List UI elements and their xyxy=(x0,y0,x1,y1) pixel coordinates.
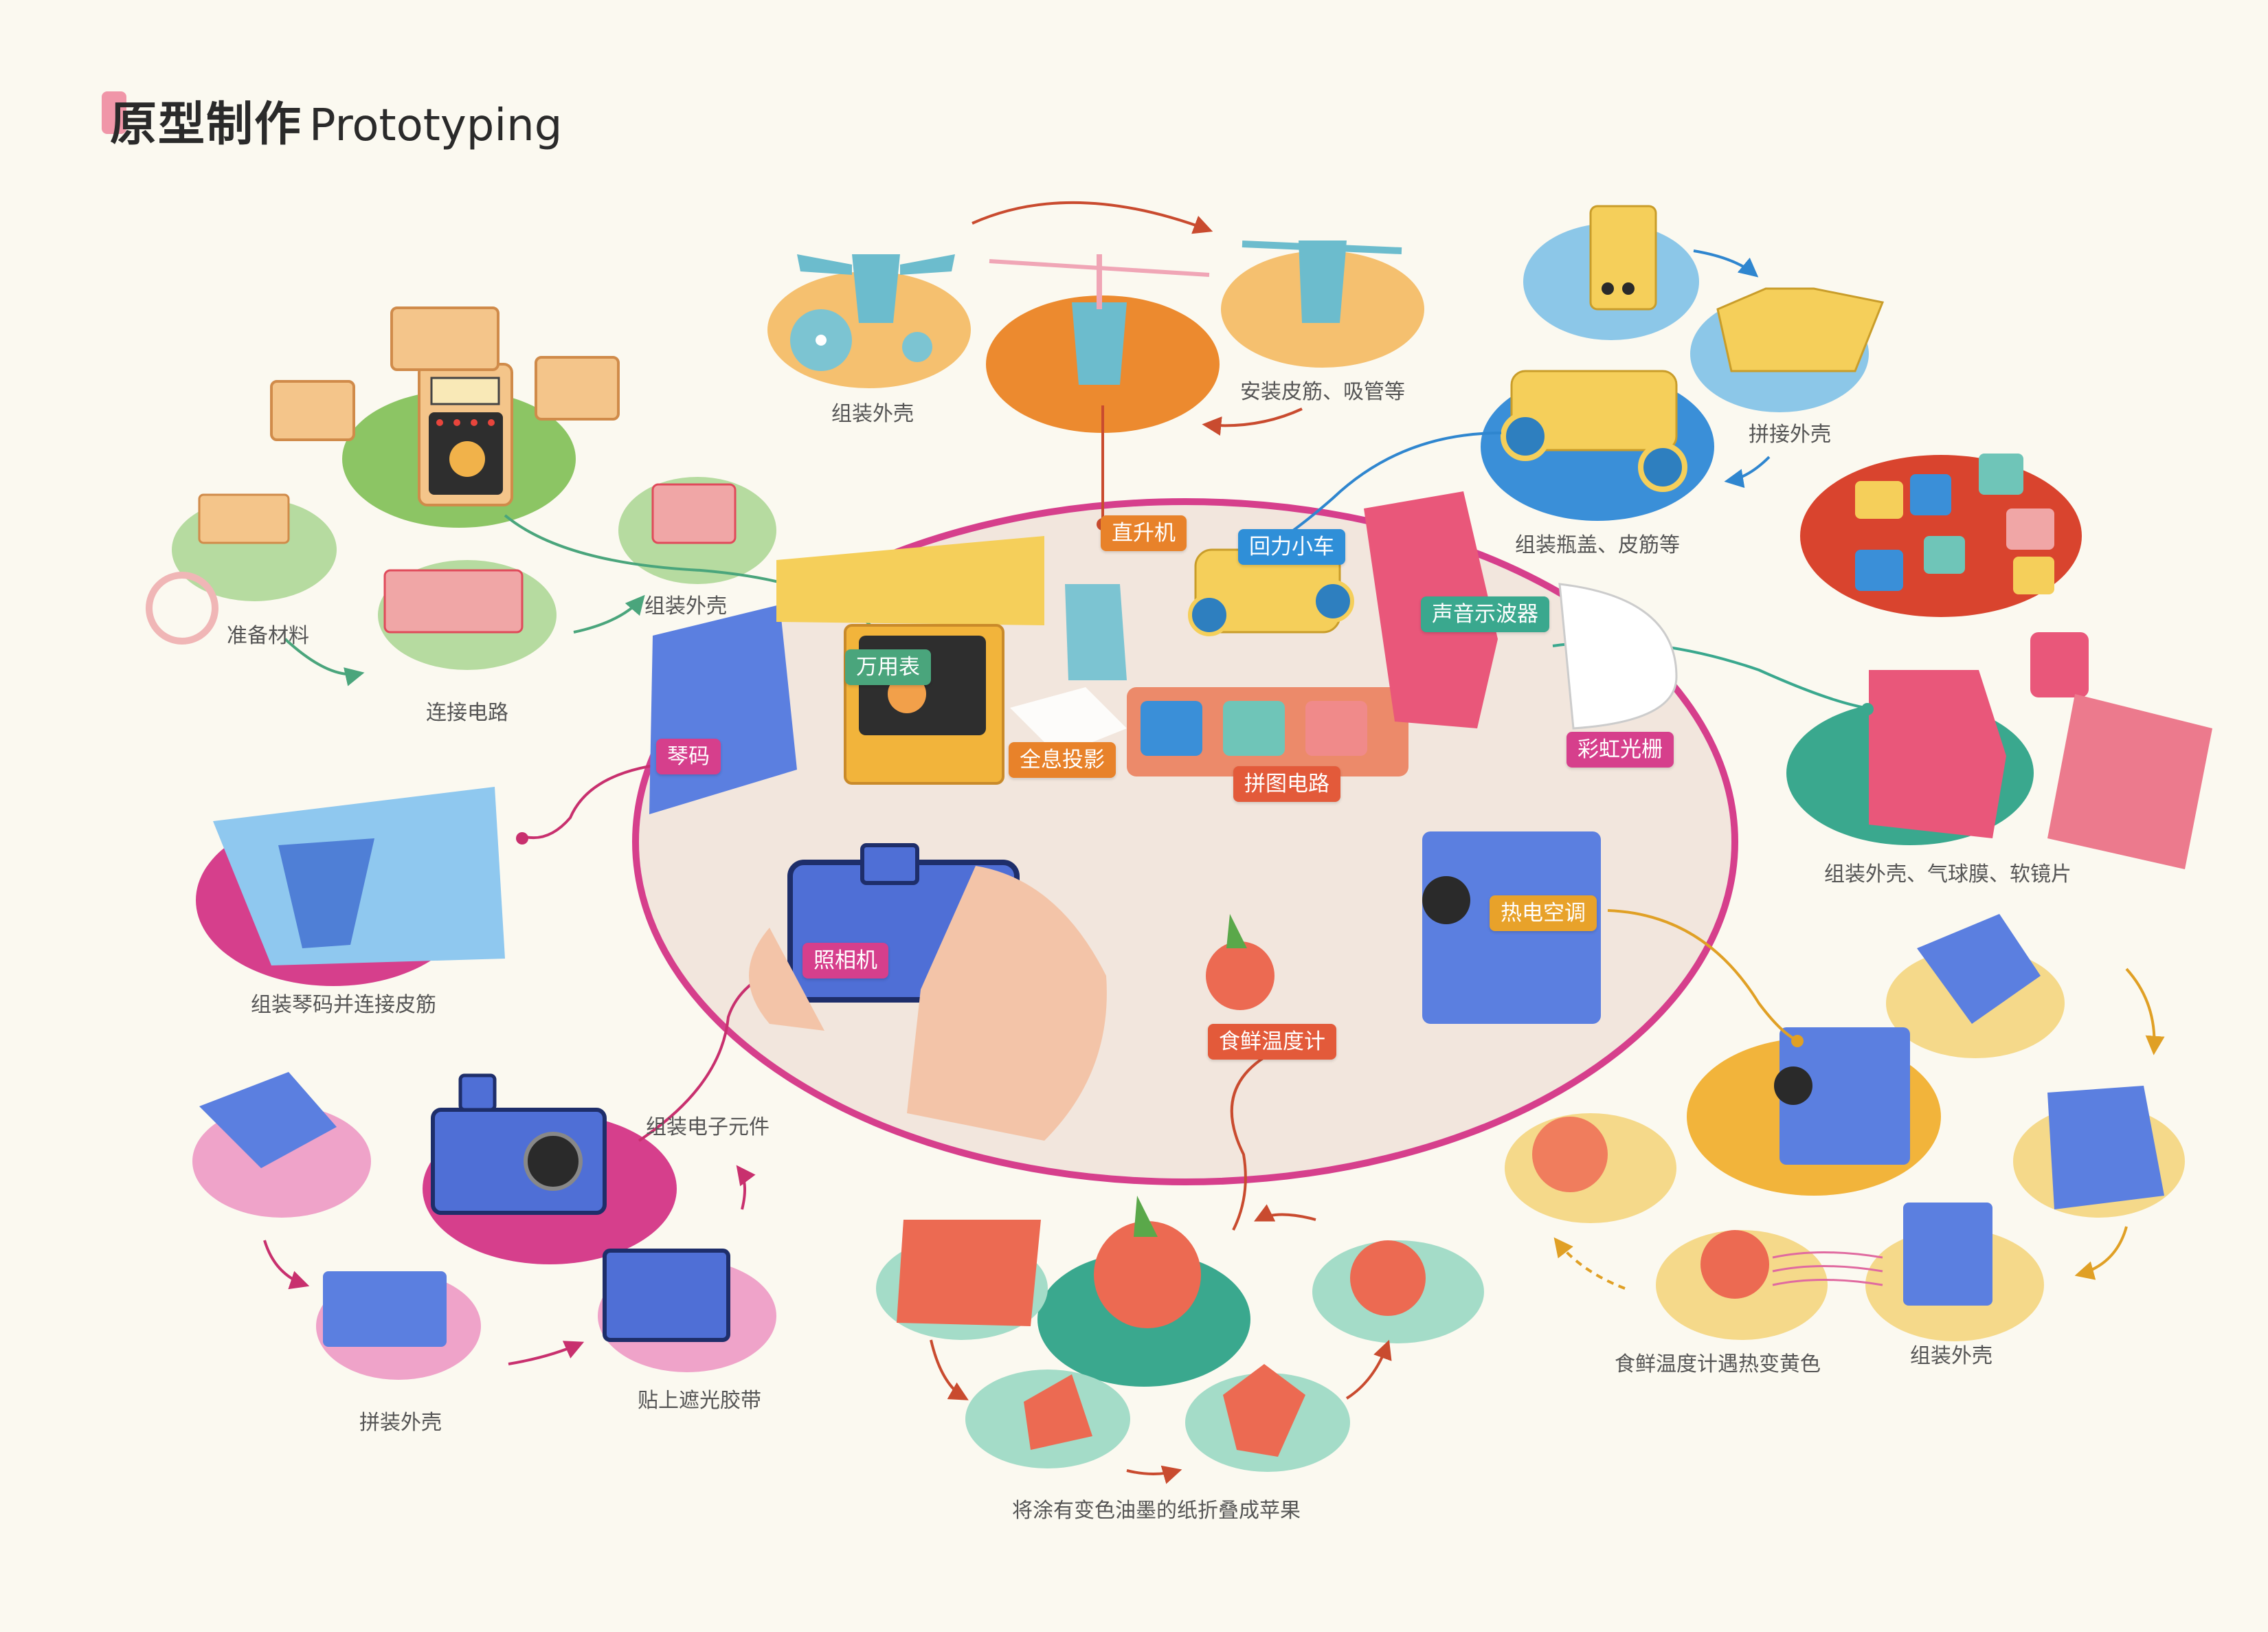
caption-install-bands: 安装皮筋、吸管等 xyxy=(1240,380,1405,404)
multimeter-front-model xyxy=(418,363,513,506)
puzzle-pieces xyxy=(1855,454,2054,594)
tag-pullback-car: 回力小车 xyxy=(1238,529,1345,565)
title-zh: 原型制作 xyxy=(110,98,303,152)
caption-fold-apple: 将涂有变色油墨的纸折叠成苹果 xyxy=(1012,1499,1301,1523)
camera-group xyxy=(192,954,809,1380)
caption-assemble-shell-multimeter: 组装外壳 xyxy=(644,594,727,618)
tag-multimeter: 万用表 xyxy=(845,649,931,685)
helicopter-group xyxy=(767,201,1424,530)
tag-rainbow-grating: 彩虹光栅 xyxy=(1567,732,1674,768)
oscilloscope-group xyxy=(1552,632,2212,869)
caption-splice-shell-camera: 拼装外壳 xyxy=(359,1411,442,1435)
caption-assemble-balloon: 组装外壳、气球膜、软镜片 xyxy=(1824,862,2071,886)
caption-assemble-shell-helicopter: 组装外壳 xyxy=(831,402,914,426)
caption-assemble-shell-ac: 组装外壳 xyxy=(1910,1344,1992,1368)
pullback-car-group xyxy=(1273,205,2082,617)
caption-assemble-electronics: 组装电子元件 xyxy=(646,1115,770,1139)
caption-assemble-caps: 组装瓶盖、皮筋等 xyxy=(1515,533,1680,557)
caption-splice-shell-car: 拼接外壳 xyxy=(1749,423,1831,447)
caption-light-tape: 贴上遮光胶带 xyxy=(638,1389,761,1413)
tag-thermo-ac: 热电空调 xyxy=(1490,895,1597,931)
tag-helicopter: 直升机 xyxy=(1101,515,1187,551)
caption-assemble-qinma: 组装琴码并连接皮筋 xyxy=(251,993,436,1017)
tag-hologram: 全息投影 xyxy=(1009,742,1116,778)
qinma-group xyxy=(196,761,677,986)
apple-group xyxy=(876,914,1484,1484)
caption-connect-circuit: 连接电路 xyxy=(426,701,508,725)
tag-qinma: 琴码 xyxy=(656,739,721,774)
tag-puzzle-circuit: 拼图电路 xyxy=(1233,766,1340,802)
multimeter-group xyxy=(146,306,899,686)
tag-oscilloscope: 声音示波器 xyxy=(1421,596,1549,632)
title-en: Prototyping xyxy=(309,100,563,151)
caption-heat-yellow: 食鲜温度计遇热变黄色 xyxy=(1615,1352,1821,1376)
caption-prepare-materials: 准备材料 xyxy=(227,624,309,648)
thermo-ac-group xyxy=(1422,831,2185,1341)
tag-food-thermo: 食鲜温度计 xyxy=(1208,1024,1336,1060)
center-models xyxy=(649,491,1678,1141)
tag-camera: 照相机 xyxy=(802,943,888,979)
